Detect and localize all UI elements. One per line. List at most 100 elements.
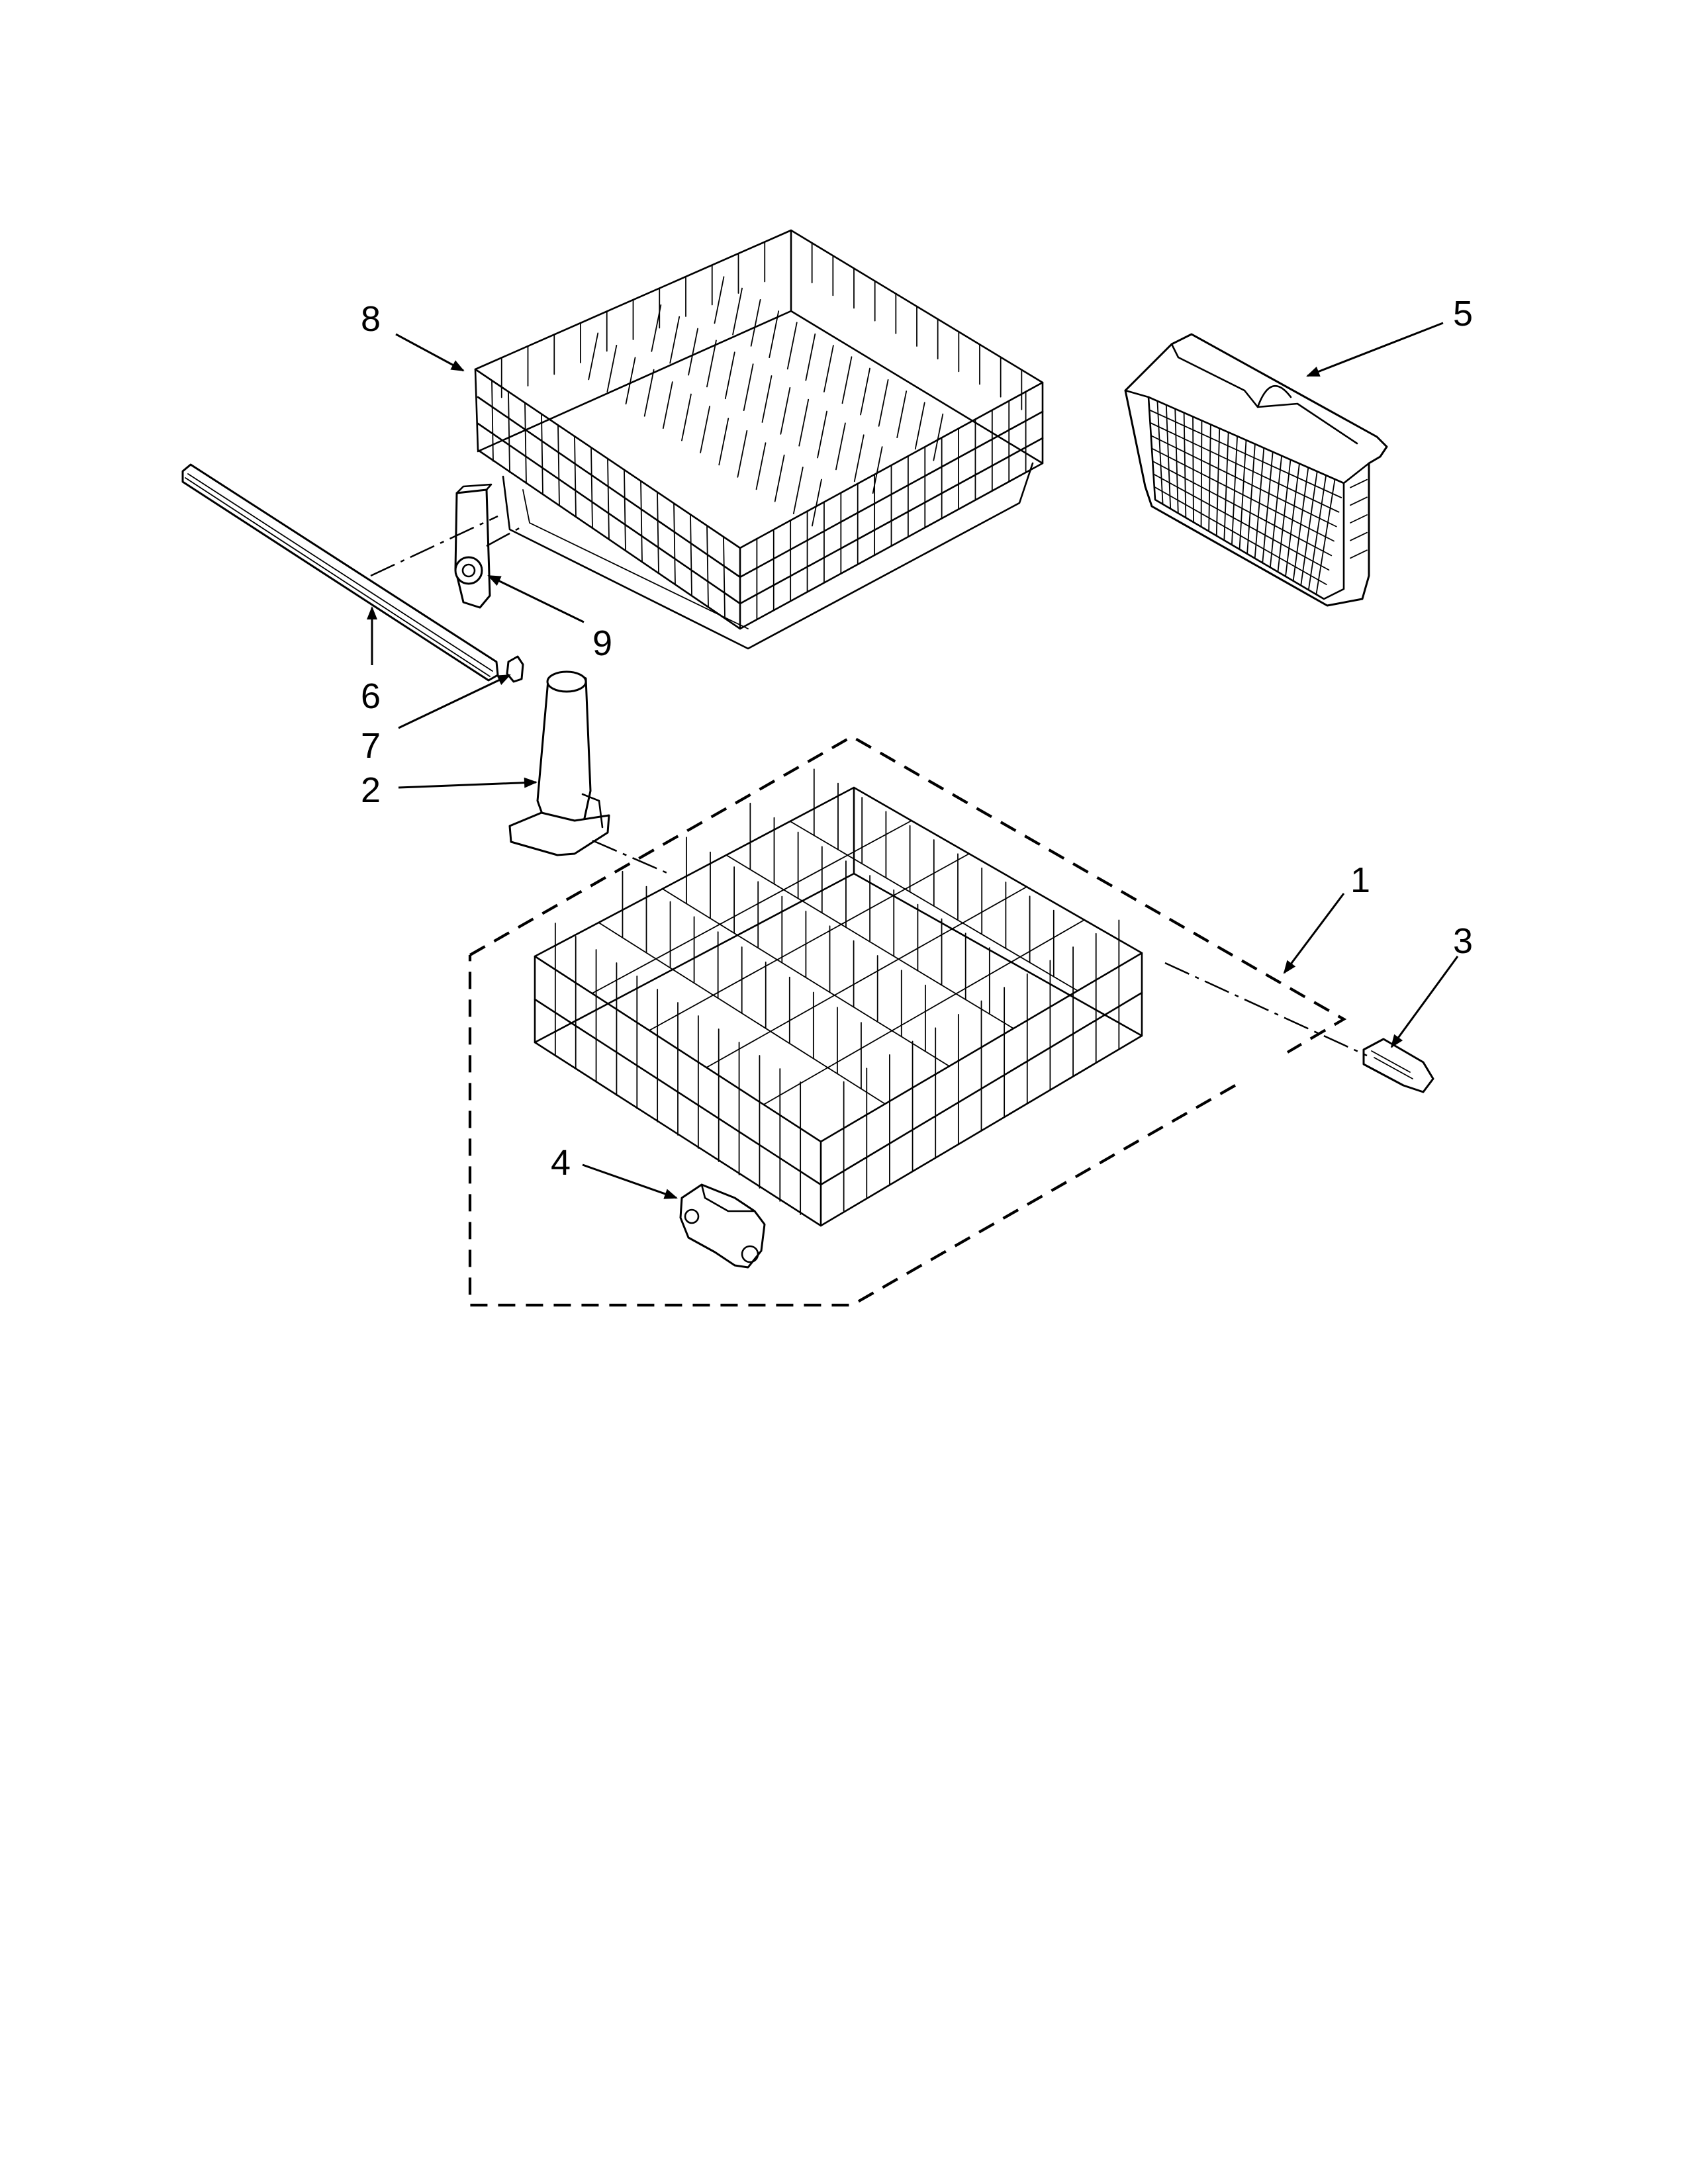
upper-rack-tine — [588, 332, 599, 381]
upper-rack-tine — [724, 351, 735, 400]
leader-arrow-4 — [582, 1163, 678, 1199]
basket-slot-wire — [1149, 422, 1340, 513]
upper-rack-tine — [817, 410, 827, 459]
basket-slot-wire — [1150, 435, 1337, 527]
leader-arrow-8 — [395, 333, 465, 372]
upper-rack-tine — [823, 345, 834, 392]
lower-rack-grid-wire — [648, 853, 970, 1031]
upper-rack-tine — [835, 422, 846, 471]
basket-slot-wire — [1350, 514, 1368, 523]
upper-rack-wire — [557, 424, 560, 507]
upper-rack-wire — [640, 480, 643, 563]
leader-arrow-5 — [1306, 322, 1444, 377]
upper-rack-wire — [607, 458, 610, 540]
silverware-basket-part — [1124, 333, 1388, 607]
rack-stop-clip-part — [1362, 1038, 1434, 1093]
basket-slot-wire — [1152, 460, 1333, 557]
leader-arrow-9 — [487, 574, 585, 623]
upper-rack-tine — [774, 454, 785, 502]
upper-rack-tine — [625, 357, 636, 405]
upper-rack-tine — [662, 381, 673, 430]
upper-rack-tine — [688, 328, 698, 376]
callout-9: 9 — [592, 623, 612, 663]
upper-rack-tine — [700, 406, 710, 453]
lower-rack-grid-wire — [591, 820, 912, 994]
upper-rack-wire — [524, 402, 527, 484]
upper-rack-tine — [896, 390, 908, 439]
callout-6: 6 — [361, 676, 381, 716]
lower-rack-grid-wire — [661, 888, 950, 1067]
upper-rack-tine — [732, 287, 743, 336]
assembly-boundary-dashed — [468, 735, 1347, 1307]
upper-rack-tine — [755, 442, 767, 490]
callout-8: 8 — [361, 299, 381, 339]
upper-rack-tine — [718, 418, 729, 466]
upper-rack-wire — [723, 536, 726, 619]
upper-rack-tine — [786, 322, 798, 370]
callout-1: 1 — [1350, 860, 1370, 900]
upper-rack-wire — [574, 435, 577, 518]
basket-slot-wire — [1350, 549, 1368, 559]
upper-rack-tine — [853, 434, 865, 482]
alignment-line-manifold — [592, 839, 669, 875]
upper-rack-tine — [914, 402, 925, 450]
upper-rack-tine — [872, 446, 883, 494]
upper-rack-wire — [491, 379, 494, 462]
rack-track-rail-part — [181, 463, 499, 682]
basket-slot-wire — [1350, 478, 1368, 488]
leader-arrow-7 — [398, 674, 511, 729]
upper-rack-tine — [761, 375, 773, 423]
upper-rack-tine — [805, 333, 816, 381]
upper-rack-wire — [624, 469, 626, 551]
basket-slot-wire — [1350, 531, 1368, 541]
alignment-line-rail — [370, 515, 498, 577]
upper-rack-tine — [860, 367, 870, 416]
upper-rack-wire — [657, 491, 659, 574]
basket-slot-wire — [1152, 473, 1330, 571]
basket-slot-wire — [1149, 409, 1342, 498]
upper-rack-wire — [541, 413, 543, 496]
lower-dishrack-part — [534, 768, 1143, 1227]
spray-tube-manifold-part — [508, 670, 610, 856]
upper-rack-tine — [714, 276, 725, 324]
leader-arrow-1 — [1283, 893, 1345, 974]
upper-rack-tine — [841, 356, 853, 404]
upper-rack-tine — [669, 316, 680, 364]
rail-end-cap-part — [506, 655, 524, 683]
leader-arrow-3 — [1390, 956, 1459, 1048]
upper-rack-wire — [706, 525, 709, 608]
callout-3: 3 — [1453, 921, 1473, 961]
alignment-line-roller — [486, 525, 524, 547]
upper-rack-tine — [780, 387, 791, 435]
upper-rack-tine — [743, 363, 754, 412]
upper-dishrack-part — [474, 229, 1044, 650]
lower-rack-grid-wire — [706, 886, 1027, 1068]
alignment-line-stop — [1164, 962, 1368, 1057]
callout-7: 7 — [361, 726, 381, 766]
basket-slot-wire — [1350, 496, 1368, 506]
upper-rack-tine — [798, 398, 810, 447]
lower-rack-grid-wire — [598, 922, 886, 1105]
upper-rack-tine — [681, 393, 692, 441]
lower-rack-grid-wire — [789, 821, 1078, 991]
upper-rack-tine — [606, 344, 618, 392]
upper-rack-tine — [643, 369, 655, 417]
upper-rack-tine — [737, 430, 748, 478]
callout-4: 4 — [551, 1143, 571, 1183]
basket-slot-wire — [1151, 447, 1335, 542]
lower-rack-wheel-part — [679, 1183, 766, 1269]
upper-rack-tine — [792, 467, 804, 515]
lower-rack-grid-wire — [763, 919, 1085, 1105]
upper-rack-tine — [812, 478, 822, 527]
upper-rack-tine — [878, 379, 889, 427]
upper-rack-tine — [651, 304, 662, 352]
callout-2: 2 — [361, 770, 381, 810]
upper-rack-wire — [590, 447, 593, 529]
upper-rack-tine — [933, 413, 944, 461]
upper-rack-wire — [508, 390, 510, 473]
leader-arrow-2 — [398, 777, 538, 789]
upper-rack-tine — [706, 340, 717, 388]
upper-rack-wire — [673, 502, 676, 585]
upper-rack-wire — [690, 514, 692, 596]
